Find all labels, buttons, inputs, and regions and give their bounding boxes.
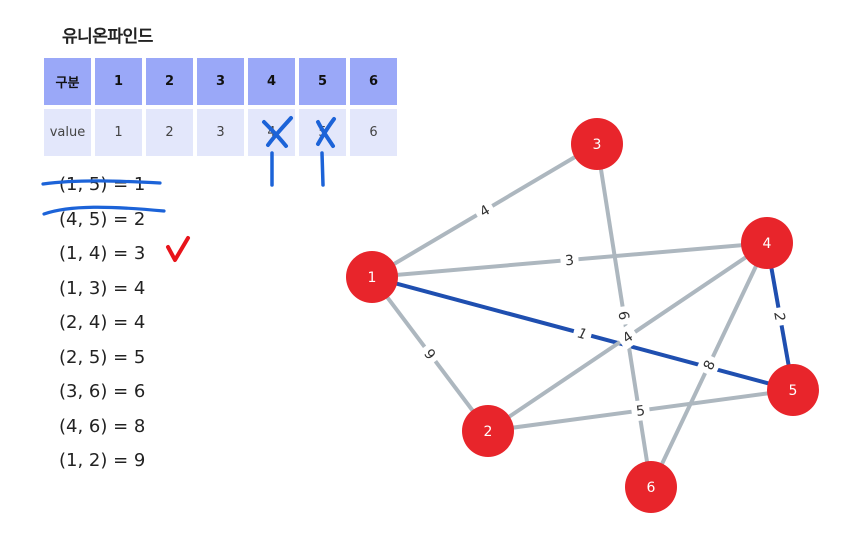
- edge-list-item: (1, 2) = 9: [59, 450, 146, 471]
- node-circle: [571, 118, 623, 170]
- edge-weight-backing: [559, 249, 580, 271]
- edge-weight-backing: [471, 197, 498, 224]
- edge-list-item: (1, 3) = 4: [59, 277, 146, 299]
- value-cell-label: value: [44, 109, 91, 156]
- graph-node-5: 5: [767, 364, 819, 416]
- edge-weight-label-2-5: 5: [630, 399, 651, 422]
- node-label: 3: [593, 137, 602, 153]
- cross-mark-cell-5: [316, 117, 336, 148]
- edge-weight-label-1-5: 1: [571, 321, 594, 346]
- edge-list-item: (2, 5) = 5: [59, 346, 146, 368]
- edge-list-item: (4, 6) = 8: [59, 415, 146, 437]
- edge-weight-text: 1: [576, 326, 589, 344]
- edge-list-item: (2, 4) = 4: [59, 312, 146, 333]
- graph-node-4: 4: [741, 217, 793, 269]
- graph-node-6: 6: [625, 461, 677, 513]
- edge-weight-label-3-6: 6: [612, 305, 636, 326]
- page-title: 유니온파인드: [62, 27, 153, 47]
- edge-list-item: (1, 5) = 1: [59, 174, 146, 195]
- union-find-table: 구분 1 2 3 4 5 6 value 1 2 3 4 5 6: [40, 54, 401, 160]
- cross-mark-cell-4: [262, 116, 293, 148]
- node-label: 6: [647, 480, 656, 496]
- node-circle: [346, 251, 398, 303]
- value-cell-3: 3: [197, 109, 244, 156]
- node-label: 1: [368, 270, 377, 286]
- header-cell-1: 1: [95, 58, 142, 105]
- edge-weight-label-1-2: 9: [416, 340, 444, 368]
- edge-weight-label-4-6: 8: [696, 352, 722, 378]
- node-circle: [741, 217, 793, 269]
- edge-weight-label-1-3: 4: [471, 197, 498, 224]
- edge-weight-backing: [630, 399, 651, 422]
- value-cell-6: 6: [350, 109, 397, 156]
- edge-weight-label-4-5: 2: [768, 305, 792, 328]
- graph-node-2: 2: [462, 405, 514, 457]
- tally-mark-2: [320, 151, 325, 187]
- graph-node-1: 1: [346, 251, 398, 303]
- edge-weight-text: 6: [614, 310, 631, 321]
- edge-weight-label-4-2: 4: [614, 323, 641, 351]
- edge-list-item: (1, 4) = 3: [59, 243, 146, 264]
- node-circle: [462, 405, 514, 457]
- edge-weight-backing: [614, 323, 641, 351]
- edge-weight-backing: [612, 305, 636, 326]
- node-label: 2: [484, 424, 493, 440]
- header-cell-5: 5: [299, 58, 346, 105]
- node-label: 5: [789, 383, 798, 399]
- check-mark-icon: [166, 236, 190, 262]
- header-cell-4: 4: [248, 58, 295, 105]
- table-header-row: 구분 1 2 3 4 5 6: [44, 58, 397, 105]
- value-cell-2: 2: [146, 109, 193, 156]
- edge-weight-backing: [768, 305, 792, 328]
- value-cell-1: 1: [95, 109, 142, 156]
- edge-list-item: (4, 5) = 2: [59, 208, 146, 230]
- table-value-row: value 1 2 3 4 5 6: [44, 109, 397, 156]
- edge-list: (1, 5) = 1 (4, 5) = 2 (1, 4) = 3 (1, 3) …: [59, 170, 145, 481]
- edge-weight-backing: [416, 340, 444, 368]
- header-cell-6: 6: [350, 58, 397, 105]
- edge-weight-backing: [571, 321, 594, 346]
- strike-mark-1: [41, 179, 162, 186]
- node-circle: [625, 461, 677, 513]
- edge-weight-text: 5: [635, 403, 646, 420]
- strike-mark-2: [42, 205, 166, 216]
- node-label: 4: [763, 236, 772, 252]
- header-cell-label: 구분: [44, 58, 91, 105]
- edge-weight-backing: [696, 352, 722, 378]
- edge-weight-text: 3: [564, 253, 574, 270]
- graph-node-3: 3: [571, 118, 623, 170]
- node-circle: [767, 364, 819, 416]
- header-cell-3: 3: [197, 58, 244, 105]
- edge-weight-label-1-4: 3: [559, 249, 580, 271]
- graph: 4 3 1 9 6 4 8 2 5 1 2 3 4 5 6: [346, 118, 819, 513]
- edge-list-item: (3, 6) = 6: [59, 381, 146, 402]
- header-cell-2: 2: [146, 58, 193, 105]
- edge-weight-text: 2: [770, 311, 787, 323]
